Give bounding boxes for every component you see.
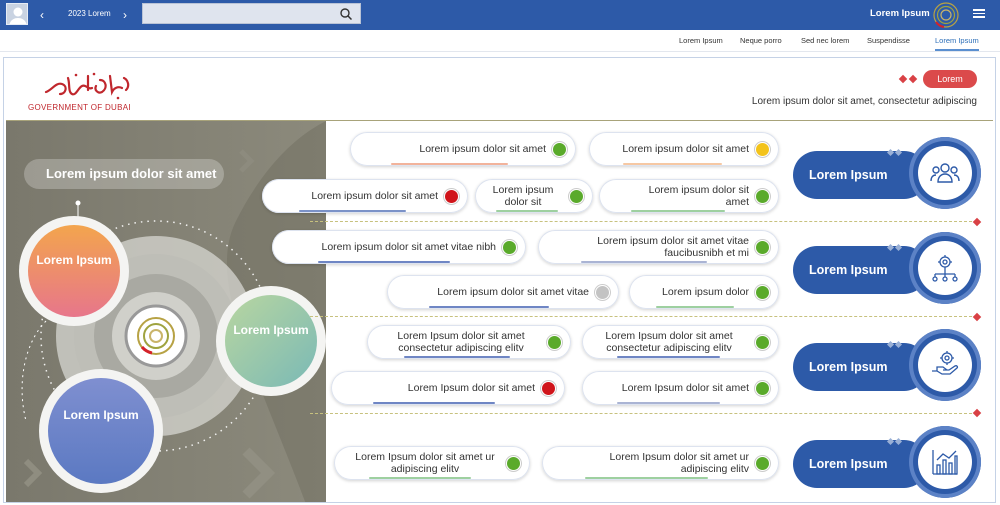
green-circle-label[interactable]: Lorem Ipsum <box>233 323 309 337</box>
search-input[interactable] <box>143 4 333 24</box>
category-label[interactable]: Lorem Ipsum <box>793 246 928 294</box>
left-visual-panel: Lorem ipsum dolor sit amet Lorem Ipsum L… <box>6 121 326 502</box>
tab-lorem-ipsum[interactable]: Lorem Ipsum <box>679 36 723 45</box>
blue-circle-label[interactable]: Lorem Ipsum <box>63 408 139 422</box>
status-indicator-yellow <box>755 142 770 157</box>
kpi-pill[interactable]: Lorem ipsum dolor sit amet vitae <box>387 275 619 309</box>
status-indicator-green <box>502 240 517 255</box>
panel-title: Lorem ipsum dolor sit amet <box>24 159 224 189</box>
kpi-pill[interactable]: Lorem Ipsum dolor sit amet ur adipiscing… <box>334 446 530 480</box>
user-name[interactable]: Lorem Ipsum <box>870 8 930 19</box>
status-indicator-green <box>552 142 567 157</box>
government-logo: GOVERNMENT OF DUBAI <box>28 70 148 112</box>
kpi-pill[interactable]: Lorem ipsum dolor sit amet vitae faucibu… <box>538 230 779 264</box>
status-indicator-green <box>755 285 770 300</box>
nav-tabs: Lorem Ipsum Neque porro Sed nec lorem Su… <box>0 30 1000 52</box>
section-separator <box>310 221 972 222</box>
status-indicator-green <box>755 381 770 396</box>
kpi-pill[interactable]: Lorem ipsum dolor <box>629 275 779 309</box>
concentric-diagram <box>6 121 326 502</box>
category-label[interactable]: Lorem Ipsum <box>793 343 928 391</box>
bar-chart-icon <box>932 450 958 475</box>
kpi-pill[interactable]: Lorem ipsum dolor sit amet <box>262 179 468 213</box>
arabic-calligraphy-logo-icon <box>44 72 130 100</box>
status-indicator-green <box>547 335 562 350</box>
status-badge[interactable]: Lorem <box>923 70 977 88</box>
tab-neque-porro[interactable]: Neque porro <box>740 36 782 45</box>
government-name: GOVERNMENT OF DUBAI <box>28 103 131 112</box>
section-separator <box>310 413 972 414</box>
status-indicator-red <box>444 189 459 204</box>
top-bar: ‹ 2023 Lorem › Lorem Ipsum <box>0 0 1000 30</box>
kpi-pill[interactable]: Lorem Ipsum dolor sit amet consectetur a… <box>367 325 571 359</box>
status-indicator-green <box>506 456 521 471</box>
user-icon <box>9 7 27 24</box>
hand-gear-icon <box>932 351 959 375</box>
next-arrow-icon[interactable]: › <box>123 8 127 22</box>
page-subtitle: Lorem ipsum dolor sit amet, consectetur … <box>751 96 977 107</box>
diamond-icon <box>908 74 918 84</box>
diamond-icon <box>898 74 908 84</box>
category-label[interactable]: Lorem Ipsum <box>793 151 928 199</box>
divider <box>6 120 993 121</box>
status-indicator-green <box>755 456 770 471</box>
category-card[interactable]: Lorem Ipsum <box>793 426 981 498</box>
kpi-pill[interactable]: Lorem ipsum dolor sit amet <box>350 132 576 166</box>
status-indicator-green <box>755 189 770 204</box>
orange-circle-label[interactable]: Lorem Ipsum <box>36 253 112 267</box>
dashboard-frame: GOVERNMENT OF DUBAI Lorem Lorem ipsum do… <box>3 57 996 503</box>
hamburger-menu-icon[interactable] <box>973 7 985 20</box>
kpi-pill[interactable]: Lorem ipsum dolor sit <box>475 179 593 213</box>
kpi-pill[interactable]: Lorem Ipsum dolor sit amet ur adipiscing… <box>542 446 779 480</box>
tab-sed-nec-lorem[interactable]: Sed nec lorem <box>801 36 850 45</box>
diamond-icon <box>972 408 982 418</box>
kpi-pill[interactable]: Lorem ipsum dolor sit amet vitae nibh <box>272 230 526 264</box>
people-icon <box>930 163 960 183</box>
kpi-pill[interactable]: Lorem ipsum dolor sit amet <box>589 132 779 166</box>
kpi-pill[interactable]: Lorem Ipsum dolor sit amet consectetur a… <box>582 325 779 359</box>
category-card[interactable]: Lorem Ipsum <box>793 329 981 401</box>
status-indicator-grey <box>595 285 610 300</box>
category-card[interactable]: Lorem Ipsum <box>793 232 981 304</box>
kpi-pill[interactable]: Lorem ipsum dolor sit amet <box>599 179 779 213</box>
diamond-icon <box>972 312 982 322</box>
avatar[interactable] <box>6 3 28 25</box>
tab-suspendisse[interactable]: Suspendisse <box>867 36 910 45</box>
kpi-pill[interactable]: Lorem Ipsum dolor sit amet <box>582 371 779 405</box>
status-indicator-red <box>541 381 556 396</box>
status-indicator-green <box>569 189 584 204</box>
category-card[interactable]: Lorem Ipsum <box>793 137 981 209</box>
category-label[interactable]: Lorem Ipsum <box>793 440 928 488</box>
year-selector[interactable]: 2023 Lorem <box>68 9 111 18</box>
tab-lorem-ipsum-active[interactable]: Lorem Ipsum <box>935 36 979 51</box>
search-box <box>142 3 361 24</box>
dubai-logo-icon <box>933 2 959 28</box>
status-indicator-green <box>755 240 770 255</box>
diamond-icon <box>972 217 982 227</box>
section-separator <box>310 316 972 317</box>
kpi-pill[interactable]: Lorem Ipsum dolor sit amet <box>331 371 565 405</box>
status-indicator-green <box>755 335 770 350</box>
previous-arrow-icon[interactable]: ‹ <box>40 8 44 22</box>
network-gear-icon <box>932 255 958 282</box>
search-icon[interactable] <box>340 8 352 20</box>
